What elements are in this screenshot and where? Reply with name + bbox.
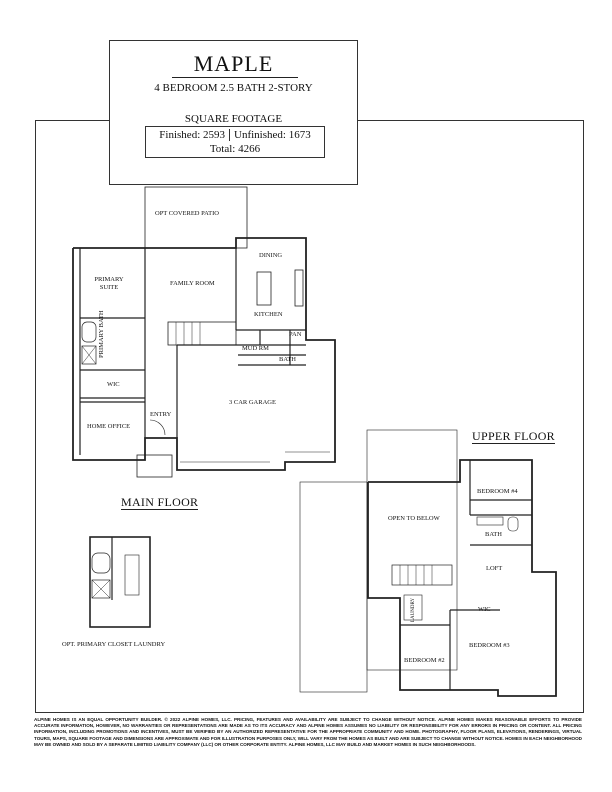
room-label-main-bath: BATH: [279, 356, 296, 363]
room-label-primary-bath: PRIMARY BATH: [98, 310, 105, 358]
room-label-mud-room: MUD RM: [242, 345, 269, 352]
title-underline: [172, 77, 298, 78]
room-label-laundry: LAUNDRY: [411, 597, 416, 622]
upper-floor-walls: [299, 429, 557, 697]
room-label-bedroom-2: BEDROOM #2: [404, 657, 445, 664]
main-floor-walls: [72, 186, 336, 478]
plan-name: MAPLE: [193, 51, 274, 76]
option-closet-walls: [89, 536, 151, 628]
main-floor-title: MAIN FLOOR: [121, 495, 199, 510]
room-label-family-room: FAMILY ROOM: [170, 280, 215, 287]
option-closet-laundry-title: OPT. PRIMARY CLOSET LAUNDRY: [62, 641, 166, 648]
room-label-dining: DINING: [259, 252, 283, 259]
room-label-pantry: PAN: [289, 331, 302, 338]
sqft-divider: [229, 129, 230, 142]
unfinished-sqft: Unfinished: 1673: [234, 129, 311, 141]
room-label-upper-wic: WIC: [478, 606, 491, 613]
room-label-home-office: HOME OFFICE: [87, 423, 131, 430]
title-block: MAPLE 4 BEDROOM 2.5 BATH 2-STORY SQUARE …: [109, 40, 358, 185]
room-label-patio: OPT COVERED PATIO: [155, 210, 219, 217]
room-label-bedroom-3: BEDROOM #3: [469, 642, 510, 649]
total-sqft: Total: 4266: [209, 143, 261, 155]
room-label-loft: LOFT: [486, 565, 503, 572]
square-footage-box: Finished: 2593 Unfinished: 1673 Total: 42…: [145, 126, 325, 158]
plan-subtitle: 4 BEDROOM 2.5 BATH 2-STORY: [154, 82, 313, 94]
square-footage-heading: SQUARE FOOTAGE: [184, 113, 283, 125]
room-label-open-to-below: OPEN TO BELOW: [388, 515, 440, 522]
legal-disclaimer: ALPINE HOMES IS AN EQUAL OPPORTUNITY BUI…: [34, 717, 582, 747]
room-label-garage: 3 CAR GARAGE: [229, 399, 276, 406]
room-label-kitchen: KITCHEN: [254, 311, 283, 318]
square-footage-line: Finished: 2593 Unfinished: 1673: [146, 129, 324, 142]
room-label-bedroom-4: BEDROOM #4: [477, 488, 518, 495]
room-label-primary-suite: PRIMARY SUITE: [94, 276, 124, 291]
room-label-entry: ENTRY: [150, 411, 172, 418]
room-label-upper-bath: BATH: [485, 531, 502, 538]
upper-floor-title: UPPER FLOOR: [472, 429, 555, 444]
finished-sqft: Finished: 2593: [159, 129, 225, 141]
room-label-wic: WIC: [107, 381, 120, 388]
